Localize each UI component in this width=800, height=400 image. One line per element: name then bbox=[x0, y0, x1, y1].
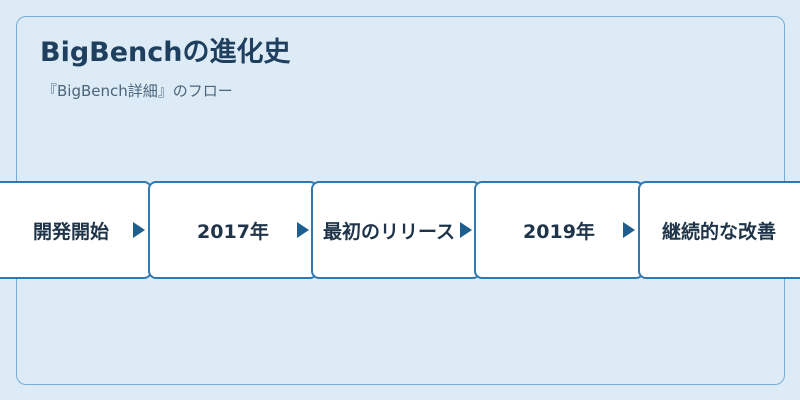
flow-step-dev-start: 開発開始 bbox=[0, 181, 152, 279]
flow-step-2017: 2017年 bbox=[148, 181, 318, 279]
flow-step-first-release: 最初のリリース bbox=[311, 181, 481, 279]
flow-step-label: 開発開始 bbox=[32, 220, 109, 243]
diagram-subtitle: 『BigBench詳細』のフロー bbox=[42, 82, 233, 100]
flow-step-label: 継続的な改善 bbox=[662, 220, 777, 243]
flow-step-label: 2019年 bbox=[523, 220, 595, 243]
flow-arrow bbox=[460, 222, 472, 238]
flow-arrow bbox=[297, 222, 309, 238]
flow-step-continuous-improvement: 継続的な改善 bbox=[638, 181, 800, 279]
flow-step-2019: 2019年 bbox=[474, 181, 644, 279]
flow-arrow bbox=[133, 222, 145, 238]
flow-step-label: 最初のリリース bbox=[323, 220, 456, 243]
flow-step-label: 2017年 bbox=[197, 220, 269, 243]
diagram-title: BigBenchの進化史 bbox=[40, 37, 291, 68]
flow-arrow bbox=[623, 222, 635, 238]
